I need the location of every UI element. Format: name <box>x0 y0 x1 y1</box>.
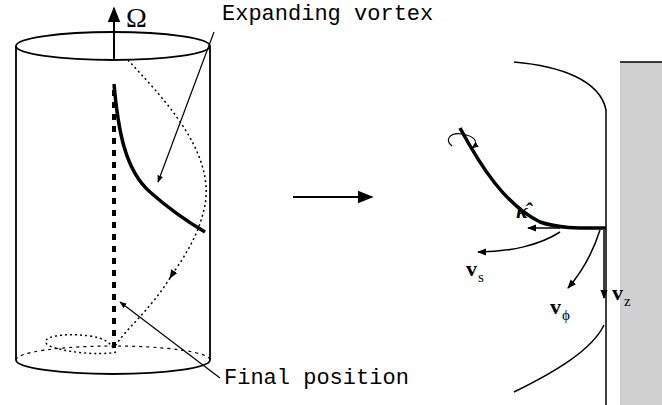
cylinder <box>16 32 210 374</box>
rotation-indicator <box>448 134 475 148</box>
vector-label: κ̂ <box>516 200 528 222</box>
leader-line <box>120 302 220 378</box>
vector-subscript: s <box>478 270 484 285</box>
container-bottom <box>514 325 604 392</box>
vector-subscript: z <box>624 294 631 309</box>
vector-label: v <box>550 296 561 318</box>
vector-label: v <box>612 282 623 304</box>
callout-label: Final position <box>224 368 409 390</box>
container-wall <box>514 62 606 405</box>
vs-vector <box>478 232 560 252</box>
callout-label: Expanding vortex <box>222 4 433 26</box>
final-vortex-line <box>112 90 116 352</box>
trajectory <box>46 60 207 354</box>
vz-vector <box>603 230 605 298</box>
vortex-near-wall <box>460 128 606 228</box>
wall <box>620 62 662 405</box>
expanding-vortex <box>114 84 205 232</box>
vphi-vector <box>568 230 600 288</box>
leader-line <box>158 32 214 182</box>
vector-subscript: ϕ <box>562 308 570 323</box>
axis-label: Ω <box>126 4 147 32</box>
vector-label: v <box>466 258 477 280</box>
wall-edge <box>620 61 662 63</box>
transition-arrow <box>293 196 372 198</box>
curvature-vector <box>528 227 560 229</box>
rotation-axis <box>113 8 115 60</box>
